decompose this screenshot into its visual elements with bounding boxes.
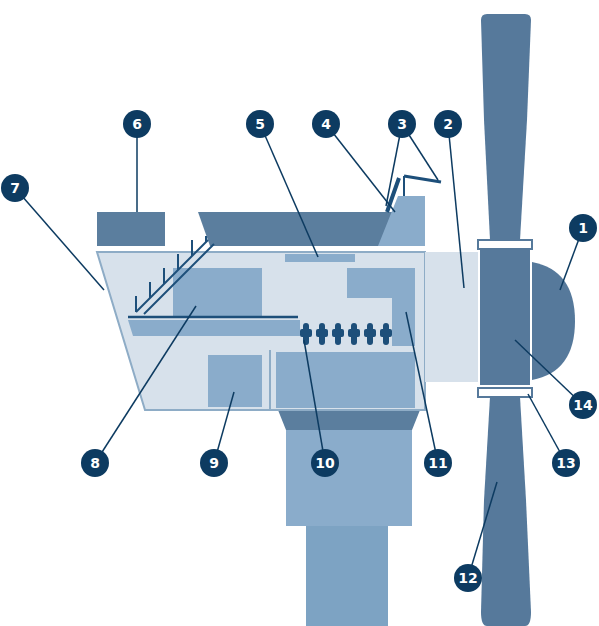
leader-lines <box>15 124 583 578</box>
converter <box>208 355 262 407</box>
pitch-bearing <box>478 240 532 249</box>
yaw-base <box>286 428 412 526</box>
callout-number: 11 <box>424 449 452 477</box>
crane <box>285 254 355 262</box>
callout-number: 12 <box>454 564 482 592</box>
callout-number: 14 <box>569 391 597 419</box>
coupling <box>300 323 392 345</box>
callout-number: 2 <box>434 110 462 138</box>
cooler <box>378 196 425 246</box>
callout-number: 3 <box>388 110 416 138</box>
platform <box>128 320 300 336</box>
roof-hatch <box>165 212 210 246</box>
callout-number: 7 <box>1 174 29 202</box>
nacelle-housing <box>97 252 425 410</box>
roof <box>97 212 425 246</box>
callout-number: 6 <box>123 110 151 138</box>
callout-number: 13 <box>552 449 580 477</box>
sensor-mast <box>403 176 405 196</box>
callout-number: 8 <box>81 449 109 477</box>
generator <box>173 268 262 318</box>
railing <box>136 236 214 314</box>
main-shaft <box>425 252 478 382</box>
callout-number: 5 <box>246 110 274 138</box>
hub <box>480 250 530 385</box>
callout-number: 9 <box>200 449 228 477</box>
callout-number: 4 <box>312 110 340 138</box>
walkway <box>128 316 298 319</box>
tower-flange <box>278 410 420 430</box>
callout-number: 1 <box>569 214 597 242</box>
pitch-bearing <box>478 388 532 397</box>
blade <box>481 14 531 240</box>
gearbox <box>347 268 415 346</box>
divider <box>269 350 271 410</box>
callout-number: 10 <box>311 449 339 477</box>
main-frame <box>276 352 415 408</box>
